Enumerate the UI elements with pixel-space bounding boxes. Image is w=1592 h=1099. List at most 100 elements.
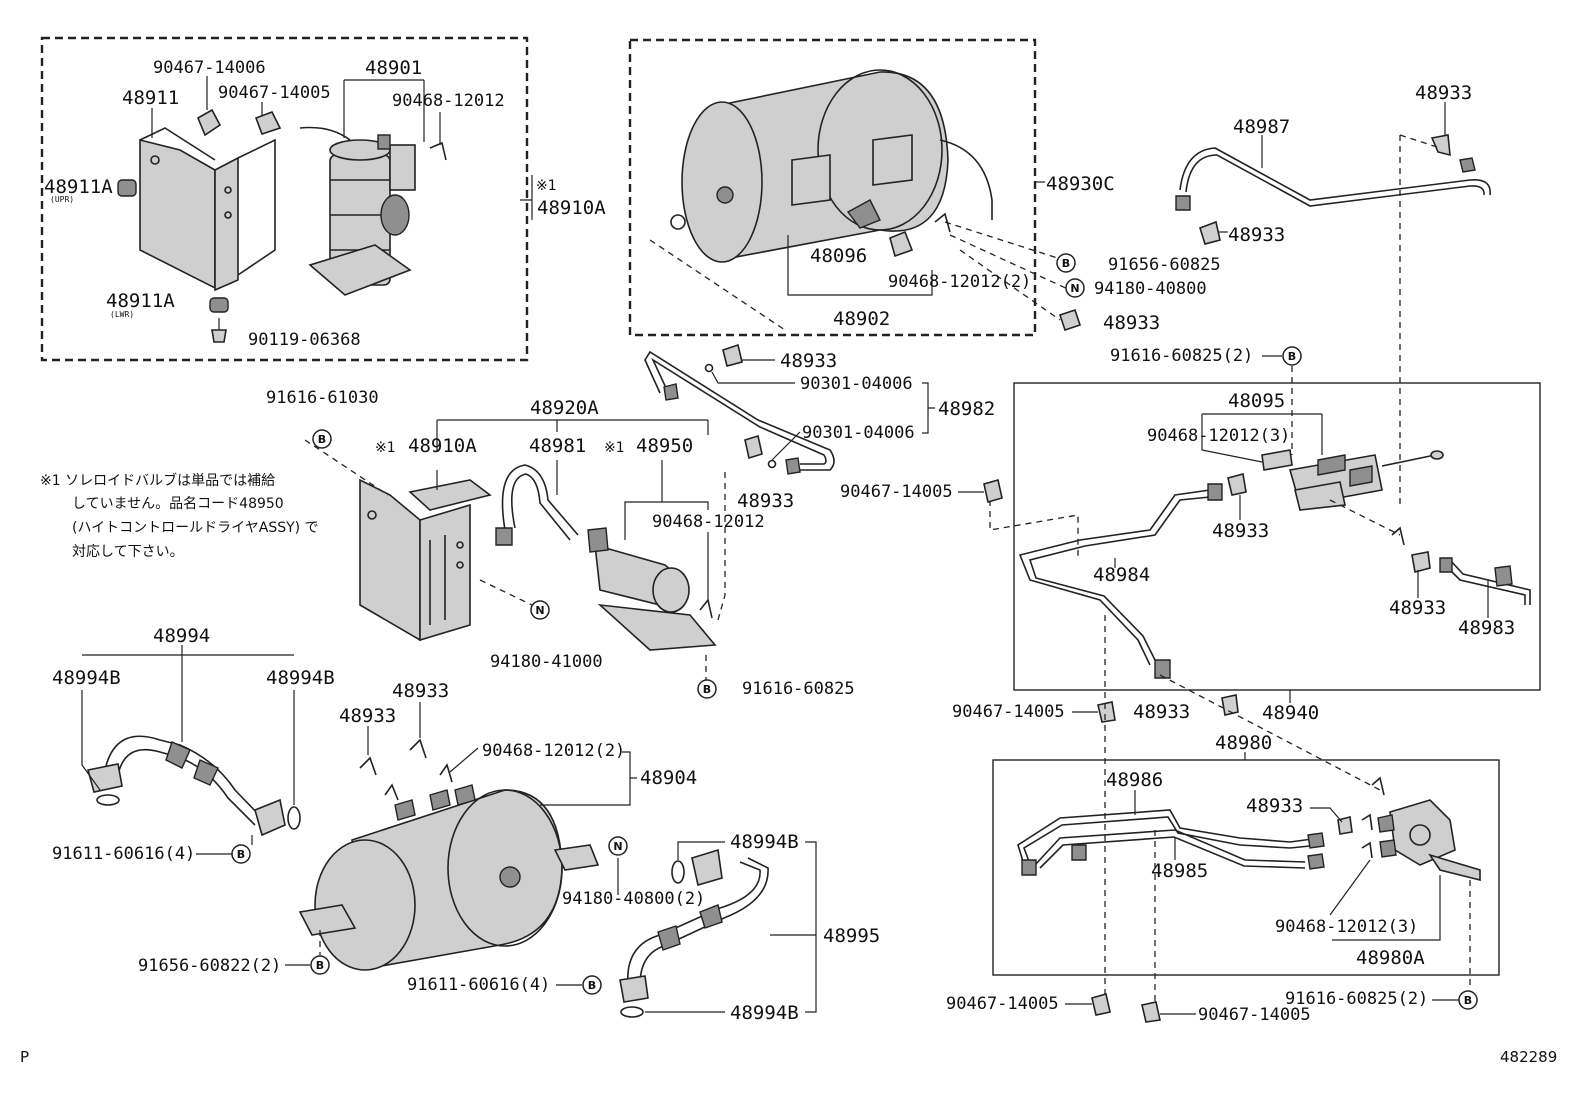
label-48981: 48981 — [529, 435, 586, 457]
label-48940: 48940 — [1262, 702, 1319, 724]
label-48933-pipe: 48933 — [780, 350, 837, 372]
label-94180-41000: 94180-41000 — [490, 652, 603, 672]
label-90467-14005-top: 90467-14005 — [218, 83, 331, 103]
leader-48994 — [82, 645, 294, 742]
gasket-90301-04006-b — [767, 459, 777, 469]
label-48933-tr2: 48933 — [1228, 224, 1285, 246]
label-94180-40800: 94180-40800 — [1094, 279, 1207, 299]
valve-48980A — [1377, 799, 1481, 882]
label-48910A-mid: 48910A — [408, 435, 477, 457]
dash-tank-left — [649, 239, 786, 331]
pipe-48982 — [644, 350, 835, 475]
note-line-2: していません。品名コード48950 — [72, 496, 284, 512]
label-90467-14005-bl: 90467-14005 — [946, 994, 1059, 1014]
clip-48933-t2 — [409, 738, 427, 759]
oring-48994B-r2 — [620, 1006, 644, 1018]
clip-90467-14005-bm — [1141, 1001, 1161, 1023]
clip-90467-14005-left — [983, 478, 1003, 504]
label-48933-br: 48933 — [1246, 795, 1303, 817]
label-48994B-r1: 48994B — [730, 831, 799, 853]
label-48982: 48982 — [938, 398, 995, 420]
label-48994B-l2: 48994B — [266, 667, 335, 689]
dash-48980-diag — [1159, 674, 1381, 791]
clip-48933-pipe — [722, 343, 743, 367]
dryer-bracket-48910A — [359, 478, 492, 642]
clip-48933-valve — [1227, 473, 1247, 496]
dash-tank-right-2 — [949, 234, 1071, 291]
label-48933-t1: 48933 — [339, 705, 396, 727]
label-48930C: 48930C — [1046, 173, 1115, 195]
label-90467-14006: 90467-14006 — [153, 58, 266, 78]
oring-48994B-r1 — [671, 860, 685, 884]
label-48095: 48095 — [1228, 390, 1285, 412]
clip-48933-tr1 — [1430, 134, 1451, 157]
label-48980A: 48980A — [1356, 947, 1425, 969]
leader-90468-12012-3-bot — [1329, 859, 1371, 916]
group-box-48980 — [992, 759, 1500, 976]
dash-dryer-n — [479, 579, 533, 606]
label-48096: 48096 — [810, 245, 867, 267]
label-48983: 48983 — [1458, 617, 1515, 639]
leader-48994B-l1 — [81, 690, 101, 791]
label-91611-60616-4-l: 91611-60616(4) — [52, 844, 195, 864]
hose-48994 — [87, 735, 286, 837]
clip-90467-14005-b2 — [1097, 701, 1116, 723]
symbol-b-91611-60616-4-l: B — [231, 844, 251, 864]
svg-text:B: B — [588, 979, 596, 992]
label-48933-tr1: 48933 — [1415, 82, 1472, 104]
label-48985: 48985 — [1151, 860, 1208, 882]
corner-left-code: P — [20, 1048, 29, 1066]
label-48980: 48980 — [1215, 732, 1272, 754]
clip-br-top — [1371, 776, 1385, 796]
label-48910A-right: 48910A — [537, 197, 606, 219]
label-90467-14005-bm: 90467-14005 — [1198, 1005, 1311, 1025]
symbol-b-91616-60825-mid: B — [697, 679, 717, 699]
label-48933-valve: 48933 — [1212, 520, 1269, 542]
label-48995: 48995 — [823, 925, 880, 947]
ring-tank-left — [670, 214, 686, 230]
svg-text:B: B — [703, 683, 711, 696]
pipe-48984 — [1018, 483, 1223, 679]
label-48987: 48987 — [1233, 116, 1290, 138]
label-94180-40800-2: 94180-40800(2) — [562, 889, 705, 909]
label-90468-12012-2-bot: 90468-12012(2) — [482, 741, 625, 761]
note-line-3: (ハイトコントロールドライヤASSY) で — [72, 520, 319, 536]
clip-90467-14005-top — [254, 110, 282, 136]
oring-48994B-right — [287, 806, 301, 830]
label-48901: 48901 — [365, 57, 422, 79]
leader-48982 — [922, 382, 935, 434]
label-90468-12012-3-bot: 90468-12012(3) — [1275, 917, 1418, 937]
pipe-48986 — [1017, 809, 1321, 876]
label-48933-r1: 48933 — [1389, 597, 1446, 619]
symbol-b-91611-60616-4-b: B — [582, 975, 602, 995]
clips-90468-12012-3-bot — [1307, 813, 1373, 870]
leader-48994B-r1 — [677, 841, 725, 860]
clip-90468-12012-mid — [699, 598, 713, 619]
clip-r-small — [1391, 526, 1405, 546]
label-91611-60616-4-b: 91611-60616(4) — [407, 975, 550, 995]
svg-text:B: B — [1464, 994, 1472, 1007]
leader-90468-12012-2-bot — [449, 747, 479, 773]
clip-90467-14006 — [196, 108, 222, 137]
symbol-b-91656-60825: B — [1056, 253, 1076, 273]
clip-48933-t1 — [359, 756, 377, 776]
pipe-48983 — [1439, 557, 1531, 605]
label-48920A: 48920A — [530, 397, 599, 419]
group-box-48930C — [628, 38, 1037, 337]
clip-48933-tr2 — [1199, 220, 1221, 245]
pipe-48987 — [1175, 147, 1491, 211]
label-48994: 48994 — [153, 625, 210, 647]
dryer-48950 — [587, 527, 717, 651]
clip-90467-14005-bl — [1091, 992, 1111, 1016]
clips-90468-12012-2-bot — [384, 763, 453, 801]
leader-48095 — [1201, 413, 1323, 463]
symbol-n-94180-41000: N — [530, 600, 550, 620]
leader-48904 — [540, 751, 637, 806]
clip-48933-small — [744, 434, 763, 460]
dash-right-top — [1399, 134, 1441, 149]
clip-48933-b2 — [1221, 694, 1239, 716]
diagram-number: 482289 — [1500, 1048, 1557, 1066]
label-48933-b2: 48933 — [1133, 701, 1190, 723]
valve-48095 — [1261, 449, 1444, 511]
